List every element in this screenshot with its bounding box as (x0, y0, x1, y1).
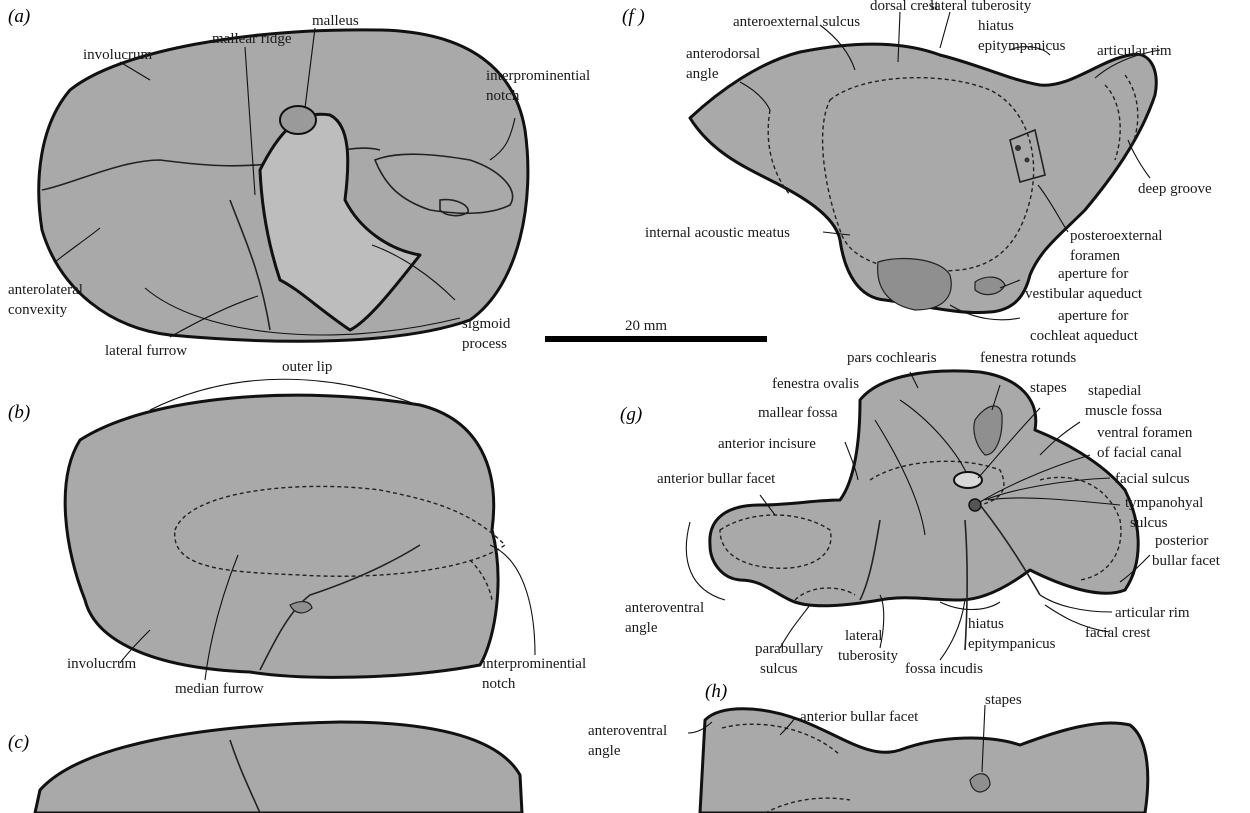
label-f-lateral-tuberosity: lateral tuberosity (930, 0, 1032, 14)
label-g-fossa-incudis: fossa incudis (905, 661, 983, 677)
label-g-anterior-incisure: anterior incisure (718, 436, 816, 452)
label-g-lateral-1: lateral (845, 628, 882, 644)
arc-g-hiatus (940, 602, 1000, 610)
label-g-tympanohyal-2: sulcus (1130, 515, 1168, 531)
label-f-hiatus-1: hiatus (978, 18, 1014, 34)
panel-g: (g) pars cochlearis fenestra rot (620, 350, 1221, 677)
label-f-posteroexternal-2: foramen (1070, 248, 1120, 264)
panel-letter-h: (h) (705, 681, 727, 702)
specimen-f-foramen-dot-2 (1025, 158, 1030, 163)
label-f-cochleat-2: cochleat aqueduct (1030, 328, 1139, 344)
label-h-anteroventral-2: angle (588, 743, 621, 759)
specimen-f-foramen-dot-1 (1015, 145, 1021, 151)
panel-letter-b: (b) (8, 402, 30, 423)
label-f-anterodorsal-1: anterodorsal (686, 46, 760, 62)
label-g-anteroventral-1: anteroventral (625, 600, 704, 616)
label-g-posterior-2: bullar facet (1152, 553, 1221, 569)
label-b-interprom-1: interprominential (482, 656, 586, 672)
label-g-stapes: stapes (1030, 380, 1067, 396)
label-a-interprom-1: interprominential (486, 68, 590, 84)
label-f-vestibular-1: aperture for (1058, 266, 1128, 282)
label-g-fenestra-ovalis: fenestra ovalis (772, 376, 859, 392)
label-h-anterior-bullar: anterior bullar facet (800, 709, 919, 725)
ventral-foramen-shape (969, 499, 981, 511)
label-g-tympanohyal-1: tympanohyal (1125, 495, 1203, 511)
label-g-lateral-2: tuberosity (838, 648, 898, 664)
label-g-pars-cochlearis: pars cochlearis (847, 350, 937, 366)
label-g-mallear-fossa: mallear fossa (758, 405, 838, 421)
panel-letter-a: (a) (8, 6, 30, 27)
panel-f: (f ) dorsal crest lateral tuberosity ant… (622, 0, 1212, 344)
label-g-articular-rim: articular rim (1115, 605, 1190, 621)
label-g-facial-crest: facial crest (1085, 625, 1151, 641)
label-f-cochleat-1: aperture for (1058, 308, 1128, 324)
scale-bar-label: 20 mm (625, 318, 667, 334)
label-g-posterior-1: posterior (1155, 533, 1208, 549)
label-f-articular-rim: articular rim (1097, 43, 1172, 59)
specimen-h-stapes (970, 774, 990, 792)
label-g-ventral-foramen-2: of facial canal (1097, 445, 1182, 461)
label-h-stapes: stapes (985, 692, 1022, 708)
scale-bar: 20 mm (545, 318, 767, 342)
label-f-posteroexternal-1: posteroexternal (1070, 228, 1162, 244)
label-g-anteroventral-2: angle (625, 620, 658, 636)
label-g-parabullary-1: parabullary (755, 641, 824, 657)
label-a-malleus: malleus (312, 13, 359, 29)
leader-f-lateral-tuberosity (940, 12, 950, 48)
label-g-stapedial-2: muscle fossa (1085, 403, 1162, 419)
label-g-fenestra-rotunds: fenestra rotunds (980, 350, 1076, 366)
leader-g-articular-rim (1040, 595, 1112, 612)
panel-letter-g: (g) (620, 404, 642, 425)
cochleat-aqueduct-aperture (878, 258, 952, 310)
label-f-anterodorsal-2: angle (686, 66, 719, 82)
label-g-ventral-foramen-1: ventral foramen (1097, 425, 1193, 441)
label-f-hiatus-2: epitympanicus (978, 38, 1066, 54)
label-g-anterior-bullar: anterior bullar facet (657, 471, 776, 487)
label-a-mallear-ridge: mallear ridge (212, 31, 292, 47)
label-a-sigmoid-1: sigmoid (462, 316, 511, 332)
fenestra-ovalis-shape (954, 472, 982, 488)
label-g-facial-sulcus: facial sulcus (1115, 471, 1190, 487)
label-b-interprom-2: notch (482, 676, 516, 692)
label-a-sigmoid-2: process (462, 336, 507, 352)
panel-letter-c: (c) (8, 732, 29, 753)
panel-h: (h) anteroventral angle anterior bullar … (588, 681, 1148, 813)
label-f-internal-acoustic: internal acoustic meatus (645, 225, 790, 241)
panel-letter-f: (f ) (622, 6, 645, 27)
panel-c: (c) (8, 722, 522, 813)
label-a-anterolateral-2: convexity (8, 302, 68, 318)
panel-a: (a) involucrum mallear ridge malleus int… (8, 6, 590, 375)
label-g-hiatus-1: hiatus (968, 616, 1004, 632)
label-a-involucrum: involucrum (83, 47, 152, 63)
malleus-shape (280, 106, 316, 134)
label-g-hiatus-2: epitympanicus (968, 636, 1056, 652)
label-h-anteroventral-1: anteroventral (588, 723, 667, 739)
label-g-stapedial-1: stapedial (1088, 383, 1141, 399)
label-f-deep-groove: deep groove (1138, 181, 1212, 197)
label-f-anteroexternal: anteroexternal sulcus (733, 14, 860, 30)
specimen-b-outline (65, 395, 498, 677)
label-a-outer-lip: outer lip (282, 359, 332, 375)
label-f-vestibular-2: vestibular aqueduct (1025, 286, 1143, 302)
scale-bar-line (545, 336, 767, 342)
label-b-involucrum: involucrum (67, 656, 136, 672)
label-a-interprom-2: notch (486, 88, 520, 104)
label-b-median-furrow: median furrow (175, 681, 264, 697)
label-a-lateral-furrow: lateral furrow (105, 343, 187, 359)
label-g-parabullary-2: sulcus (760, 661, 798, 677)
label-a-anterolateral-1: anterolateral (8, 282, 83, 298)
specimen-c-outline (35, 722, 522, 813)
panel-b: (b) involucrum median furrow interpromin… (8, 379, 586, 697)
